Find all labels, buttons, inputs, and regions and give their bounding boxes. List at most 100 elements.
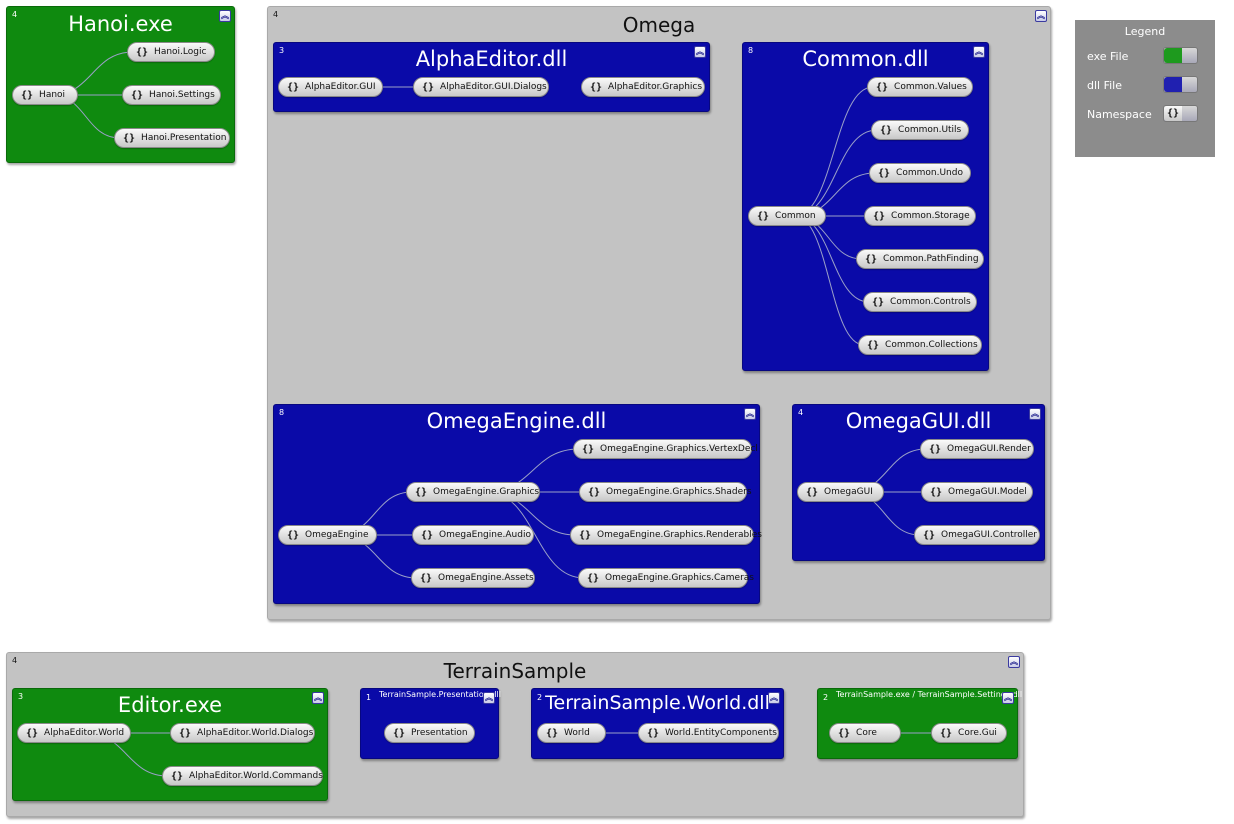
namespace-node-alphaeditor-gui-dialogs[interactable]: {}AlphaEditor.GUI.Dialogs bbox=[413, 77, 549, 97]
collapse-icon[interactable]: ︽ bbox=[312, 692, 324, 704]
node-count: 4 bbox=[12, 10, 18, 19]
namespace-node-omegaengine-graphics-shaders[interactable]: {}OmegaEngine.Graphics.Shaders bbox=[579, 482, 752, 502]
namespace-node-world[interactable]: {} World bbox=[537, 723, 606, 743]
group-title: TerrainSample.World.dll bbox=[545, 692, 770, 714]
namespace-node-alphaeditor-gui[interactable]: {}AlphaEditor.GUI bbox=[278, 77, 383, 97]
group-title: AlphaEditor.dll bbox=[415, 47, 568, 71]
collapse-icon[interactable]: ︽ bbox=[1035, 10, 1047, 22]
node-label: Hanoi bbox=[39, 90, 66, 100]
namespace-icon: {} bbox=[546, 727, 559, 739]
namespace-node-alphaeditor-world[interactable]: {} AlphaEditor.World bbox=[17, 723, 131, 743]
node-label: Common.Utils bbox=[898, 125, 962, 135]
group-title: Omega bbox=[622, 13, 696, 37]
node-count: 4 bbox=[12, 656, 18, 665]
collapse-icon[interactable]: ︽ bbox=[973, 46, 985, 58]
group-title: Common.dll bbox=[802, 47, 929, 71]
node-label: AlphaEditor.World bbox=[44, 728, 125, 738]
node-count: 1 bbox=[366, 693, 372, 702]
node-label: Common.Undo bbox=[896, 168, 963, 178]
node-label: OmegaGUI.Model bbox=[948, 487, 1027, 497]
group-title: TerrainSample.Presentation.dll bbox=[379, 690, 501, 699]
namespace-node-common-undo[interactable]: {}Common.Undo bbox=[869, 163, 971, 183]
namespace-node-common-storage[interactable]: {}Common.Storage bbox=[864, 206, 976, 226]
namespace-node-alphaeditor-graphics[interactable]: {}AlphaEditor.Graphics bbox=[581, 77, 705, 97]
namespace-node-omegaengine-graphics-vertexdecl[interactable]: {}OmegaEngine.Graphics.VertexDecl bbox=[573, 439, 758, 459]
namespace-node-omegagui-controller[interactable]: {}OmegaGUI.Controller bbox=[914, 525, 1040, 545]
namespace-node-common-utils[interactable]: {} Common.Utils bbox=[871, 120, 969, 140]
namespace-node-alphaeditor-world-dialogs[interactable]: {}AlphaEditor.World.Dialogs bbox=[170, 723, 315, 743]
node-label: Core.Gui bbox=[958, 728, 997, 738]
node-label: OmegaGUI bbox=[824, 487, 873, 497]
collapse-icon[interactable]: ︽ bbox=[1029, 408, 1041, 420]
legend-label: dll File bbox=[1087, 79, 1122, 92]
namespace-node-omegaengine-graphics[interactable]: {}OmegaEngine.Graphics bbox=[406, 482, 540, 502]
node-label: Common.Values bbox=[894, 82, 967, 92]
collapse-icon[interactable]: ︽ bbox=[744, 408, 756, 420]
group-title: OmegaEngine.dll bbox=[426, 409, 607, 433]
namespace-icon: {} bbox=[923, 529, 936, 541]
namespace-icon: {} bbox=[867, 339, 880, 351]
group-title: Editor.exe bbox=[117, 693, 223, 717]
node-label: OmegaEngine.Graphics.Shaders bbox=[606, 487, 752, 497]
namespace-node-common[interactable]: {}Common bbox=[748, 206, 826, 226]
namespace-node-common-pathfinding[interactable]: {}Common.PathFinding bbox=[856, 249, 984, 269]
node-label: OmegaEngine.Graphics.Cameras bbox=[605, 573, 754, 583]
namespace-node-world-entitycomponents[interactable]: {}World.EntityComponents bbox=[638, 723, 779, 743]
node-label: AlphaEditor.World.Dialogs bbox=[197, 728, 314, 738]
namespace-node-core-gui[interactable]: {}Core.Gui bbox=[931, 723, 1007, 743]
node-label: Hanoi.Logic bbox=[154, 47, 207, 57]
namespace-icon: {} bbox=[582, 443, 595, 455]
group-title: TerrainSample.exe / TerrainSample.Settin… bbox=[836, 690, 1023, 699]
namespace-icon: {} bbox=[647, 727, 660, 739]
namespace-icon: {} bbox=[579, 529, 592, 541]
namespace-icon: {} bbox=[287, 529, 300, 541]
namespace-icon: {} bbox=[21, 89, 34, 101]
namespace-icon: {} bbox=[880, 124, 893, 136]
group-title: Hanoi.exe bbox=[68, 12, 173, 36]
namespace-swatch-icon: {} bbox=[1163, 105, 1198, 122]
namespace-node-presentation[interactable]: {}Presentation bbox=[384, 723, 475, 743]
namespace-icon: {} bbox=[420, 572, 433, 584]
node-label: World bbox=[564, 728, 590, 738]
node-count: 4 bbox=[273, 10, 279, 19]
namespace-node-common-collections[interactable]: {}Common.Collections bbox=[858, 335, 982, 355]
collapse-icon[interactable]: ︽ bbox=[768, 692, 780, 704]
group-title: OmegaGUI.dll bbox=[845, 409, 992, 433]
namespace-icon: {} bbox=[587, 572, 600, 584]
namespace-node-common-controls[interactable]: {}Common.Controls bbox=[863, 292, 977, 312]
node-label: OmegaEngine.Assets bbox=[438, 573, 534, 583]
namespace-node-omegaengine-audio[interactable]: {}OmegaEngine.Audio bbox=[412, 525, 534, 545]
namespace-node-omegaengine-graphics-renderables[interactable]: {}OmegaEngine.Graphics.Renderables bbox=[570, 525, 762, 545]
legend-label: Namespace bbox=[1087, 108, 1152, 121]
namespace-icon: {} bbox=[26, 727, 39, 739]
namespace-node-common-values[interactable]: {}Common.Values bbox=[867, 77, 973, 97]
group-title: TerrainSample bbox=[443, 659, 587, 683]
namespace-node-omegaengine[interactable]: {}OmegaEngine bbox=[278, 525, 377, 545]
legend: Legend exe File dll File Namespace {} bbox=[1075, 20, 1215, 157]
collapse-icon[interactable]: ︽ bbox=[483, 692, 495, 704]
dll-swatch-icon bbox=[1163, 76, 1198, 93]
namespace-node-hanoi-settings[interactable]: {}Hanoi.Settings bbox=[122, 85, 221, 105]
node-label: Presentation bbox=[411, 728, 468, 738]
namespace-icon: {} bbox=[1164, 106, 1182, 121]
node-label: Common.Storage bbox=[891, 211, 970, 221]
collapse-icon[interactable]: ︽ bbox=[694, 46, 706, 58]
node-label: AlphaEditor.World.Commands bbox=[189, 771, 323, 781]
namespace-node-omegaengine-assets[interactable]: {} OmegaEngine.Assets bbox=[411, 568, 535, 588]
namespace-node-hanoi[interactable]: {} Hanoi bbox=[12, 85, 78, 105]
namespace-node-omegagui-model[interactable]: {}OmegaGUI.Model bbox=[921, 482, 1033, 502]
node-label: Core bbox=[856, 728, 877, 738]
namespace-node-omegagui[interactable]: {}OmegaGUI bbox=[797, 482, 884, 502]
node-label: OmegaGUI.Render bbox=[947, 444, 1031, 454]
namespace-node-core[interactable]: {} Core bbox=[829, 723, 901, 743]
namespace-icon: {} bbox=[838, 727, 851, 739]
collapse-icon[interactable]: ︽ bbox=[1008, 656, 1020, 668]
namespace-node-hanoi-presentation[interactable]: {}Hanoi.Presentation bbox=[114, 128, 230, 148]
collapse-icon[interactable]: ︽ bbox=[1002, 692, 1014, 704]
namespace-node-alphaeditor-world-commands[interactable]: {}AlphaEditor.World.Commands bbox=[162, 766, 323, 786]
collapse-icon[interactable]: ︽ bbox=[219, 10, 231, 22]
namespace-node-hanoi-logic[interactable]: {}Hanoi.Logic bbox=[127, 42, 215, 62]
node-count: 8 bbox=[748, 46, 754, 55]
namespace-node-omegaengine-graphics-cameras[interactable]: {} OmegaEngine.Graphics.Cameras bbox=[578, 568, 754, 588]
namespace-node-omegagui-render[interactable]: {}OmegaGUI.Render bbox=[920, 439, 1034, 459]
